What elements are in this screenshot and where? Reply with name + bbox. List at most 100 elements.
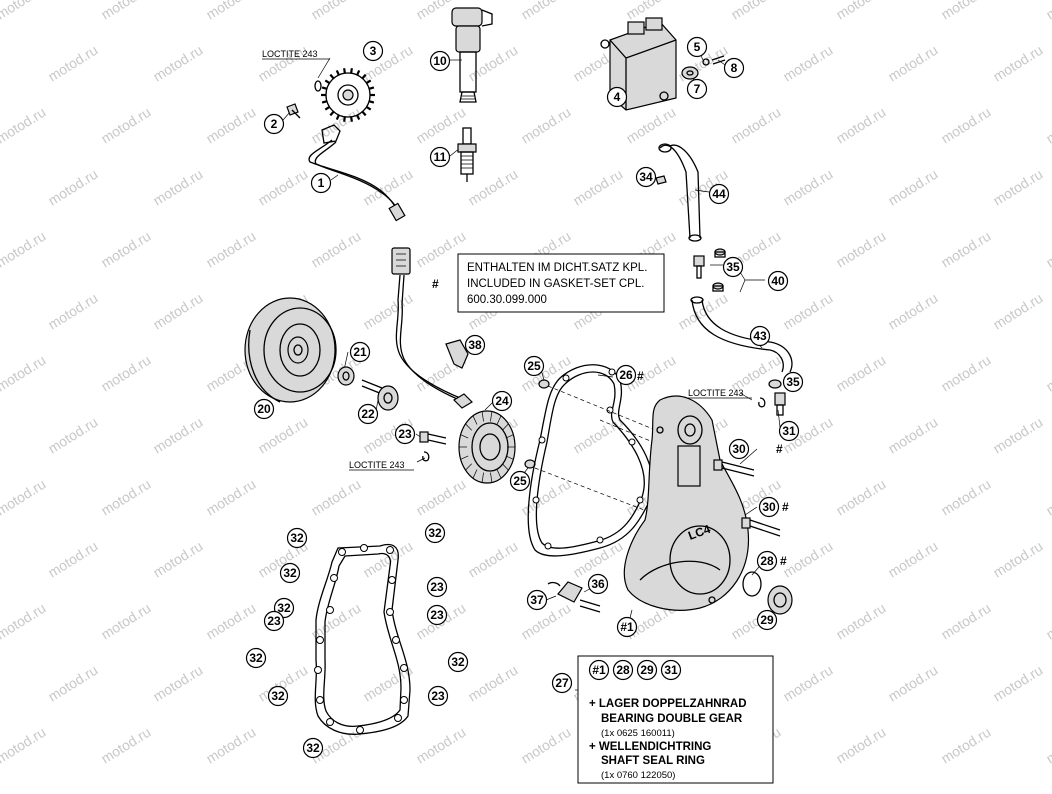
gasket-note-line1: ENTHALTEN IM DICHT.SATZ KPL. xyxy=(467,262,647,274)
callout-circle xyxy=(635,166,657,188)
breather-fittings xyxy=(693,248,726,292)
stator-pole xyxy=(481,411,484,422)
callout-c35a: 35 xyxy=(722,256,744,278)
watermark-text: motod.ru xyxy=(518,724,573,767)
gear-tooth xyxy=(329,110,335,117)
gear-tooth xyxy=(324,105,331,111)
callout-label: 35 xyxy=(786,375,800,389)
watermark-text: motod.ru xyxy=(518,600,573,643)
callout-label: 25 xyxy=(513,474,527,488)
stator-pole xyxy=(496,415,502,425)
callout-label: 30 xyxy=(762,500,776,514)
callout-c5: 5 xyxy=(686,36,708,58)
callout-c31: 31 xyxy=(778,420,800,442)
watermark-text: motod.ru xyxy=(98,352,153,395)
watermark-text: motod.ru xyxy=(938,0,993,23)
callout-circle xyxy=(279,562,301,584)
gasket-bolt-hole xyxy=(360,544,368,552)
callout-c30b: 30 xyxy=(758,496,780,518)
watermark-text: motod.ru xyxy=(833,104,888,147)
callout-c23a: 23 xyxy=(394,423,416,445)
callout-label: 10 xyxy=(433,54,447,68)
stator-pole xyxy=(505,434,514,439)
watermark-text: motod.ru xyxy=(150,662,205,705)
gasket-bolt-hole xyxy=(314,666,322,674)
kit-item-label: 28 xyxy=(616,663,630,677)
callout-circle xyxy=(756,609,778,631)
callout-label: 23 xyxy=(267,614,281,628)
callout-circle xyxy=(426,604,448,626)
oring-and-plug xyxy=(742,571,793,615)
watermark-text: motod.ru xyxy=(255,414,310,457)
callout-c29: 29 xyxy=(756,609,778,631)
callout-circle xyxy=(615,364,637,386)
stator-bolt xyxy=(419,431,447,462)
kit-line2: BEARING DOUBLE GEAR xyxy=(601,713,743,725)
gear-tooth xyxy=(365,105,372,111)
gear-tooth xyxy=(361,110,367,117)
trigger-wheel-gear xyxy=(321,68,375,122)
stator-with-cable xyxy=(391,247,516,484)
gear-tooth xyxy=(335,114,340,121)
callout-label: 25 xyxy=(527,359,541,373)
callout-circle xyxy=(286,527,308,549)
watermark-text: motod.ru xyxy=(0,352,48,395)
watermark-text: motod.ru xyxy=(45,538,100,581)
watermark-text: motod.ru xyxy=(833,724,888,767)
watermark-text: motod.ru xyxy=(518,0,573,23)
stator-pole xyxy=(490,411,493,422)
gasket-bolt-hole xyxy=(562,374,570,382)
watermark-text: motod.ru xyxy=(413,476,468,519)
callout-circle xyxy=(723,57,745,79)
kit-ref-circle xyxy=(551,672,573,694)
kit-line5: SHAFT SEAL RING xyxy=(601,755,705,767)
callout-circle xyxy=(424,522,446,544)
ignition-coil xyxy=(451,7,493,103)
kit-line3: (1x 0625 160011) xyxy=(601,728,675,739)
callout-circle xyxy=(491,390,513,412)
kit-item-label: 31 xyxy=(664,663,678,677)
kit-item-callout: 28 xyxy=(612,659,634,681)
callout-label: 21 xyxy=(353,345,367,359)
callout-g23a: 23 xyxy=(426,576,448,598)
callout-label: 1 xyxy=(318,176,325,190)
watermark-text: motod.ru xyxy=(938,476,993,519)
callout-circle xyxy=(245,647,267,669)
gasket-note-line3: 600.30.099.000 xyxy=(467,294,547,306)
loctite-label-stator: LOCTITE 243 xyxy=(349,460,405,470)
watermark-text: motod.ru xyxy=(98,228,153,271)
gasket-bolt-hole xyxy=(330,574,338,582)
callout-circle xyxy=(778,420,800,442)
watermark-text: motod.ru xyxy=(570,166,625,209)
callout-circle xyxy=(616,616,638,638)
callout-label: 7 xyxy=(694,82,701,96)
watermark-text: motod.ru xyxy=(833,600,888,643)
callout-c2: 2 xyxy=(263,113,285,135)
callout-label: 32 xyxy=(428,526,442,540)
loctite-label-cover: LOCTITE 243 xyxy=(688,388,744,398)
gasket-bolt-hole xyxy=(326,718,334,726)
gasket-bolt-hole xyxy=(544,542,552,550)
stator-pole xyxy=(465,463,472,471)
callout-c25b: 25 xyxy=(509,470,531,492)
callout-label: 38 xyxy=(468,338,482,352)
watermark-text: motod.ru xyxy=(45,290,100,333)
stator-pole xyxy=(505,455,514,460)
gasket-set-note: ENTHALTEN IM DICHT.SATZ KPL. INCLUDED IN… xyxy=(432,253,665,313)
callout-circle xyxy=(349,341,371,363)
watermark-text: motod.ru xyxy=(885,166,940,209)
callout-label: 32 xyxy=(451,655,465,669)
gasket-bolt-hole xyxy=(628,438,636,446)
gear-tooth xyxy=(356,69,361,76)
gear-tooth xyxy=(329,73,335,80)
crankcase-gasket xyxy=(314,543,411,735)
callout-g32b: 32 xyxy=(424,522,446,544)
callout-g32f: 32 xyxy=(267,685,289,707)
watermark-text: motod.ru xyxy=(255,166,310,209)
watermark-text: motod.ru xyxy=(308,0,363,23)
watermark-text: motod.ru xyxy=(990,538,1045,581)
watermark-text: motod.ru xyxy=(308,476,363,519)
kit-line4: + WELLENDICHTRING xyxy=(589,741,711,753)
gasket-bolt-hole xyxy=(316,696,324,704)
watermark-text: motod.ru xyxy=(990,290,1045,333)
